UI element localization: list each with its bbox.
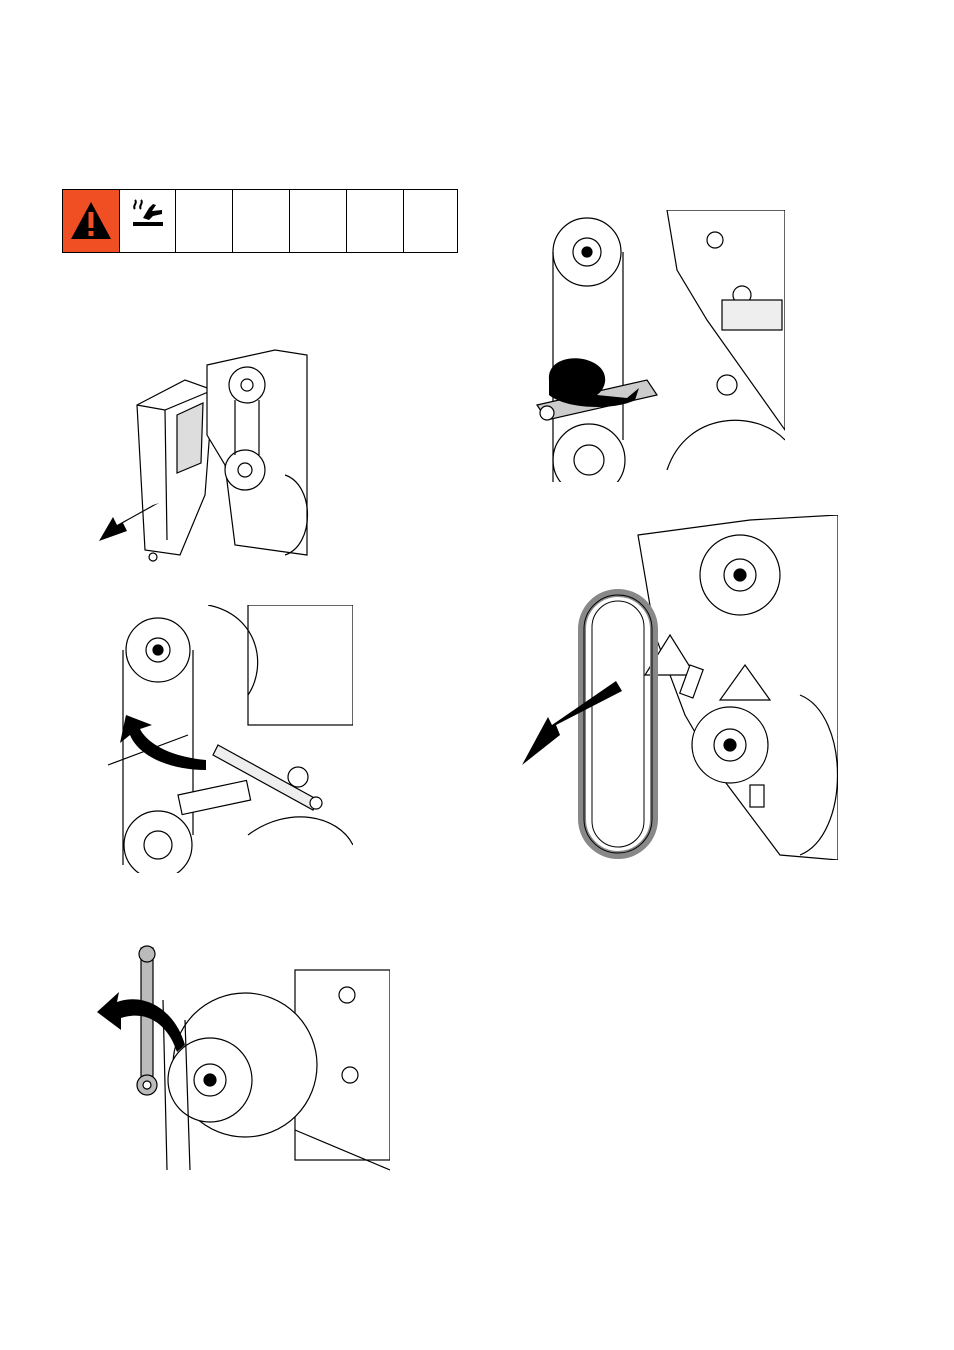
empty-cell bbox=[233, 190, 290, 252]
empty-cell bbox=[176, 190, 233, 252]
empty-cell bbox=[290, 190, 347, 252]
figure-loosen-bolt-wrench bbox=[98, 605, 353, 873]
warning-cell bbox=[63, 190, 120, 252]
arrow-left-down-icon bbox=[522, 681, 622, 765]
figure-rotate-idler-wrench bbox=[95, 940, 390, 1175]
warning-table bbox=[62, 189, 458, 253]
hot-surface-icon bbox=[129, 194, 167, 232]
curved-arrow-cw-icon bbox=[549, 358, 639, 407]
figure-remove-belt-guard bbox=[95, 345, 310, 565]
drive-belt bbox=[582, 593, 654, 855]
empty-cell bbox=[404, 190, 460, 252]
figure-remove-drive-belt bbox=[520, 515, 838, 860]
empty-cell bbox=[347, 190, 404, 252]
figure-adjust-tension-top bbox=[527, 210, 785, 482]
hot-surface-cell bbox=[120, 190, 176, 252]
warning-triangle-icon bbox=[69, 199, 113, 243]
